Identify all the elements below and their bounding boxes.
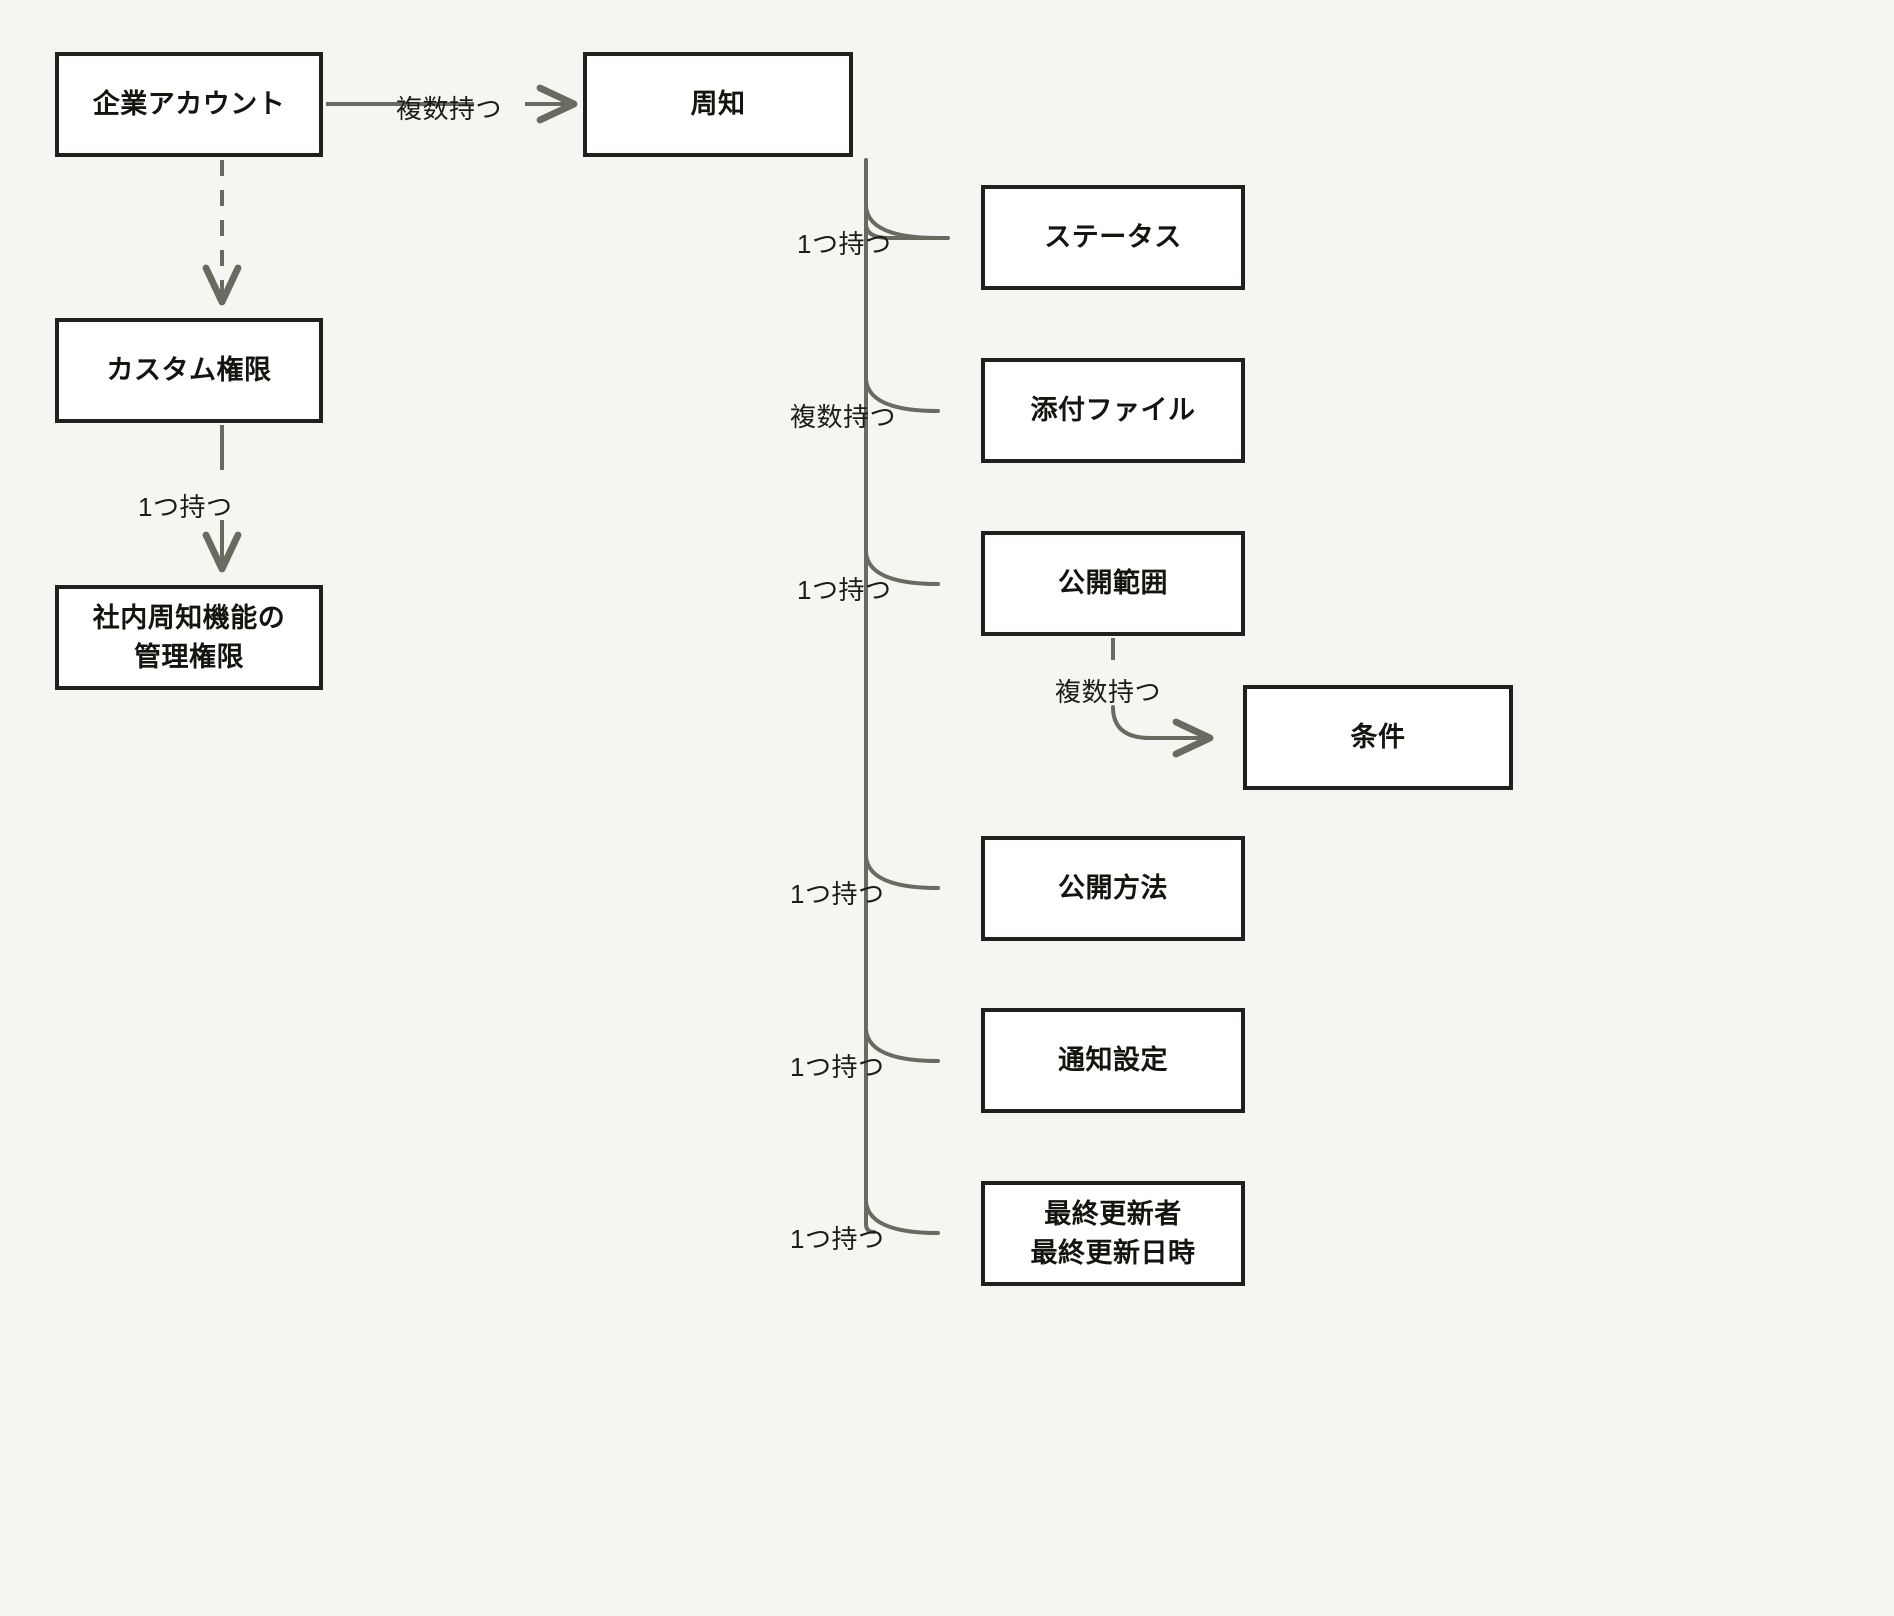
node-company-account[interactable]: 企業アカウント: [55, 52, 323, 157]
node-notification[interactable]: 通知設定: [981, 1008, 1245, 1113]
edge-scope-to-condition: [1111, 638, 1214, 758]
node-condition[interactable]: 条件: [1243, 685, 1513, 790]
edge-label-announcement-to-status: 1つ持つ: [797, 229, 892, 259]
node-label-visibility-scope: 公開範囲: [1058, 568, 1168, 599]
node-label-company-account: 企業アカウント: [92, 89, 286, 120]
node-label-notification: 通知設定: [1058, 1045, 1168, 1076]
edge-label-announcement-to-attachment: 複数持つ: [790, 402, 897, 432]
node-label-status: ステータス: [1044, 222, 1182, 253]
edge-label-announcement-to-visibility-scope: 1つ持つ: [797, 575, 892, 605]
edge-label-announcement-to-notification: 1つ持つ: [790, 1052, 885, 1082]
node-attachment[interactable]: 添付ファイル: [981, 358, 1245, 463]
edge-label-company-to-announcement: 複数持つ: [396, 94, 503, 124]
node-announcement[interactable]: 周知: [583, 52, 853, 157]
node-label-attachment: 添付ファイル: [1030, 395, 1196, 426]
node-publish-method[interactable]: 公開方法: [981, 836, 1245, 941]
node-status[interactable]: ステータス: [981, 185, 1245, 290]
node-custom-permission[interactable]: カスタム権限: [55, 318, 323, 423]
node-label-announcement: 周知: [690, 89, 746, 120]
edge-label-announcement-to-last-updated: 1つ持つ: [790, 1224, 885, 1254]
node-label-last-updated: 最終更新者 最終更新日時: [1030, 1199, 1196, 1268]
edge-label-scope-to-condition: 複数持つ: [1055, 677, 1162, 707]
node-admin-permission[interactable]: 社内周知機能の 管理権限: [55, 585, 323, 690]
node-visibility-scope[interactable]: 公開範囲: [981, 531, 1245, 636]
edge-label-custom-to-admin: 1つ持つ: [138, 492, 233, 522]
node-label-admin-permission: 社内周知機能の 管理権限: [92, 603, 286, 672]
edge-label-announcement-to-publish-method: 1つ持つ: [790, 879, 885, 909]
node-label-publish-method: 公開方法: [1058, 873, 1168, 904]
announcement-trunk: [864, 158, 876, 1234]
node-last-updated[interactable]: 最終更新者 最終更新日時: [981, 1181, 1245, 1286]
node-label-custom-permission: カスタム権限: [106, 355, 272, 386]
node-label-condition: 条件: [1350, 722, 1406, 753]
